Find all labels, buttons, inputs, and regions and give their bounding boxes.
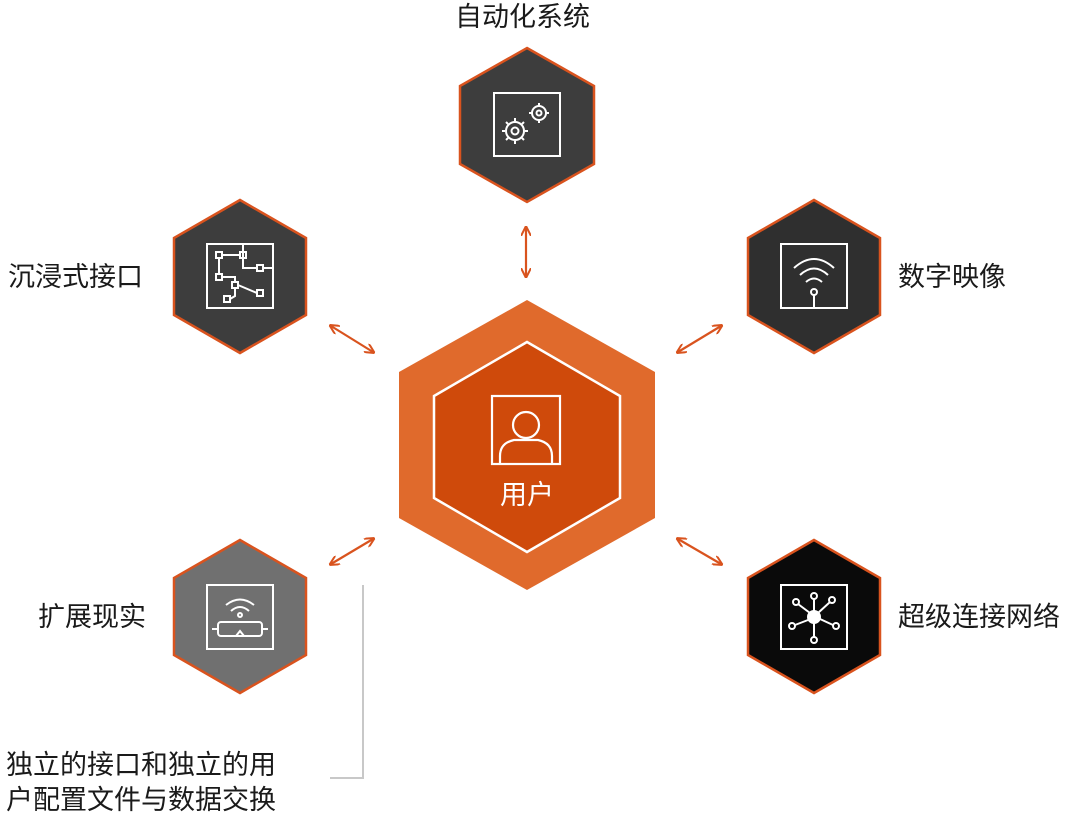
node-immersive <box>172 198 308 355</box>
arrow-hyper-network <box>678 539 721 564</box>
circuit-board-icon <box>206 243 274 309</box>
label-automation: 自动化系统 <box>455 2 590 33</box>
note-line-2: 户配置文件与数据交换 <box>6 785 276 816</box>
label-immersive: 沉浸式接口 <box>8 262 143 293</box>
note-line-1: 独立的接口和独立的用 <box>6 750 276 781</box>
node-digital-imaging <box>746 198 882 355</box>
network-hub-icon <box>780 584 848 650</box>
note-bracket <box>330 585 364 779</box>
note-text: 独立的接口和独立的用 户配置文件与数据交换 <box>6 748 276 818</box>
arrow-digital-imaging <box>678 326 721 352</box>
center-label: 用户 <box>500 480 554 511</box>
gears-icon <box>493 92 561 157</box>
vr-headset-icon <box>206 584 274 650</box>
label-extended-reality: 扩展现实 <box>38 602 146 633</box>
user-portrait-icon <box>490 394 562 466</box>
arrow-extended-reality <box>331 539 373 564</box>
label-hyper-network: 超级连接网络 <box>898 602 1060 633</box>
arrow-immersive <box>331 326 373 352</box>
node-automation <box>458 46 596 204</box>
node-hyper-network <box>746 538 882 695</box>
center-user-hexagon: 用户 <box>399 300 655 590</box>
wireless-signal-icon <box>780 243 848 309</box>
label-digital-imaging: 数字映像 <box>898 262 1006 293</box>
node-extended-reality <box>172 538 308 695</box>
